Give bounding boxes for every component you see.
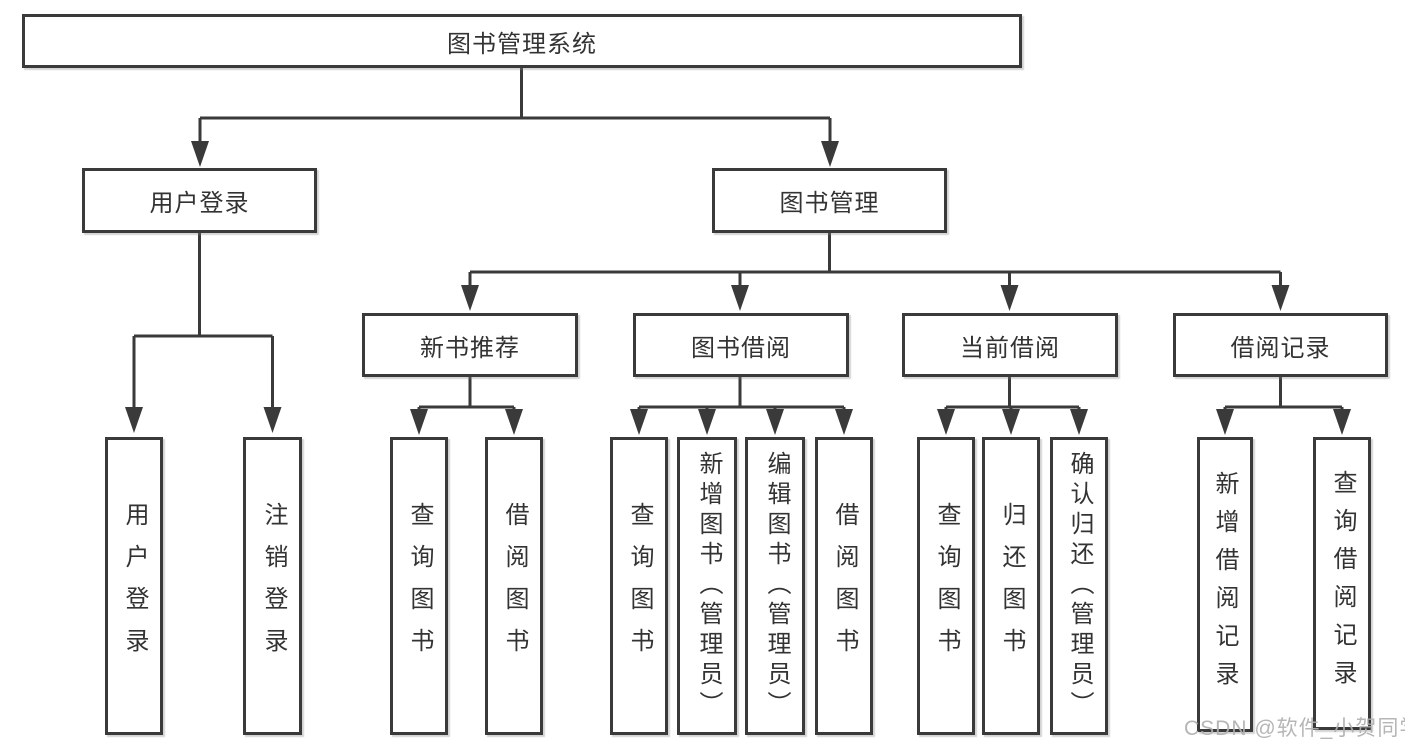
- leaf-borrow-books-borrowing: 借阅图书: [815, 437, 873, 735]
- leaf-query-borrow-record: 查询借阅记录: [1313, 437, 1371, 730]
- node-borrowing-records: 借阅记录: [1173, 313, 1388, 377]
- leaf-query-books-borrowing: 查询图书: [610, 437, 668, 735]
- leaf-user-login: 用户登录: [105, 437, 163, 735]
- node-user-login: 用户登录: [82, 168, 317, 233]
- node-book-management: 图书管理: [712, 168, 947, 233]
- leaf-query-books-recommend: 查询图书: [390, 437, 448, 735]
- arrowheads: [125, 141, 1351, 435]
- leaf-query-books-current: 查询图书: [917, 437, 975, 735]
- leaf-add-books-admin: 新增图书（管理员）: [677, 437, 737, 735]
- leaf-add-borrow-record: 新增借阅记录: [1197, 437, 1253, 732]
- node-new-book-recommend: 新书推荐: [362, 313, 578, 377]
- leaf-logout: 注销登录: [243, 437, 302, 735]
- leaf-return-books: 归还图书: [982, 437, 1040, 735]
- node-book-borrowing: 图书借阅: [633, 313, 849, 377]
- csdn-watermark: CSDN @软件_小贺同学: [1184, 717, 1405, 740]
- leaf-confirm-return-admin: 确认归还（管理员）: [1050, 437, 1108, 735]
- node-current-borrowing: 当前借阅: [902, 313, 1118, 377]
- leaf-edit-books-admin: 编辑图书（管理员）: [745, 437, 805, 735]
- leaf-borrow-books-recommend: 借阅图书: [485, 437, 543, 735]
- node-library-system: 图书管理系统: [22, 14, 1022, 68]
